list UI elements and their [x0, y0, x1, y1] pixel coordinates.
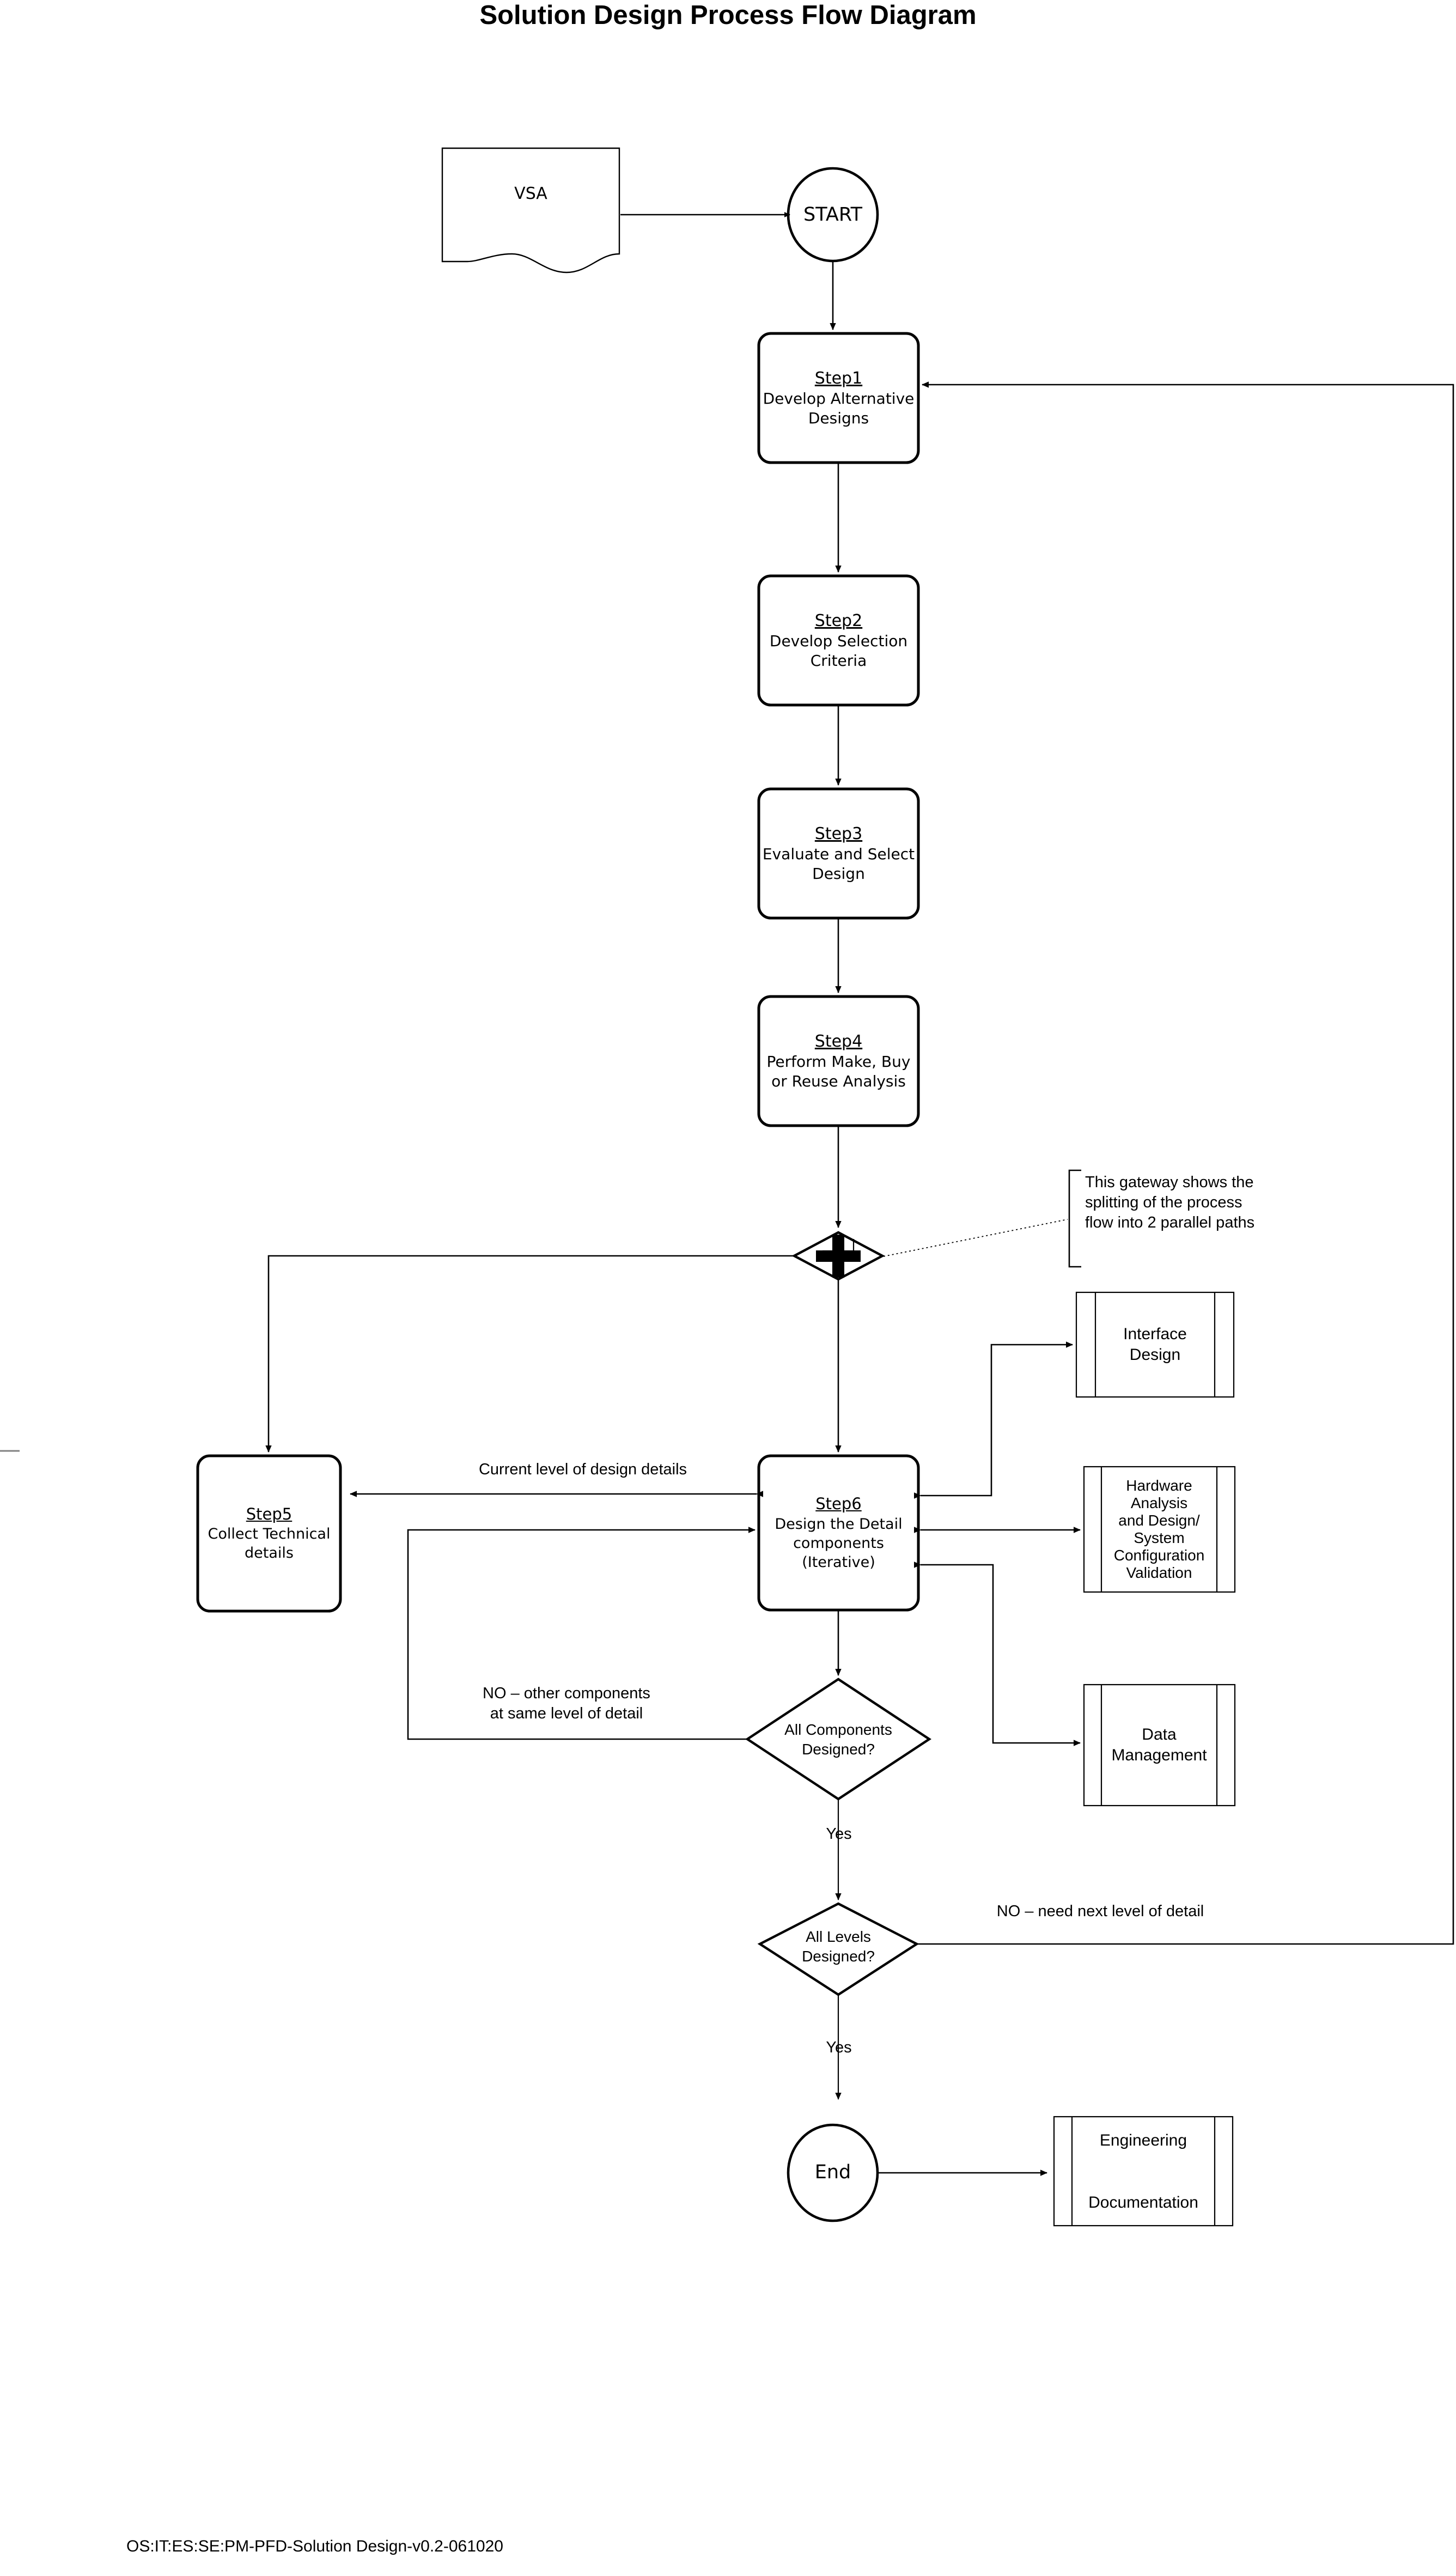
step4-node[interactable]: Step4 Perform Make, Buy or Reuse Analysi… [759, 997, 918, 1126]
end-label: End [814, 2161, 851, 2184]
hardware-analysis-label: Hardware Analysis and Design/ System Con… [1113, 1477, 1205, 1581]
edge-step6-datamgmt [914, 1562, 1081, 1746]
step2-title: Step2 [814, 611, 863, 630]
data-management-node[interactable]: Data Management [1101, 1685, 1217, 1806]
step3-title: Step3 [814, 824, 863, 843]
step6-body: Design the Detail components (Iterative) [775, 1515, 903, 1571]
interface-design-shape [1075, 1291, 1235, 1398]
step6-node[interactable]: Step6 Design the Detail components (Iter… [759, 1456, 918, 1610]
engineering-documentation-label: Engineering Documentation [1088, 2131, 1198, 2212]
step6-title: Step6 [815, 1494, 862, 1514]
step1-body: Develop Alternative Designs [763, 389, 915, 427]
gateway-annotation-bracket [1068, 1169, 1081, 1268]
edge-dec1-step6 [407, 1527, 756, 1740]
step1-node[interactable]: Step1 Develop Alternative Designs [759, 333, 918, 463]
edge-label-current-level: Current level of design details [478, 1461, 687, 1478]
document-footer: OS:IT:ES:SE:PM-PFD-Solution Design-v0.2-… [126, 2537, 503, 2555]
data-management-shape [1083, 1684, 1236, 1807]
edge-label-yes-2: Yes [826, 2039, 852, 2056]
edge-label-no-levels: NO – need next level of detail [996, 1903, 1204, 1920]
step2-body: Develop Selection Criteria [769, 631, 908, 670]
start-label: START [803, 204, 862, 226]
edge-label-no-components: NO – other components at same level of d… [483, 1685, 650, 1723]
dec1-label: All Components Designed? [784, 1721, 892, 1758]
edge-label-yes-1: Yes [826, 1825, 852, 1843]
gateway-annotation-leader [883, 1219, 1068, 1257]
step2-node[interactable]: Step2 Develop Selection Criteria [759, 576, 918, 705]
dec2-node[interactable]: All Levels Designed? [765, 1919, 911, 1974]
vsa-document-shape [441, 147, 620, 274]
step5-body: Collect Technical details [208, 1526, 331, 1562]
edge-step6-interface [914, 1341, 1073, 1499]
step3-body: Evaluate and Select Design [762, 845, 915, 883]
vsa-label: VSA [514, 184, 547, 203]
dec1-node[interactable]: All Components Designed? [763, 1711, 914, 1768]
engineering-documentation-shape [1053, 2116, 1234, 2227]
end-circle-shape [787, 2123, 879, 2222]
step5-node[interactable]: Step5 Collect Technical details [198, 1456, 340, 1611]
gateway-plus-icon [816, 1235, 861, 1278]
step5-title: Step5 [246, 1504, 293, 1523]
dec2-label: All Levels Designed? [802, 1928, 875, 1965]
interface-design-label: Interface Design [1123, 1325, 1187, 1364]
step5-shape [196, 1454, 342, 1613]
step1-title: Step1 [814, 368, 863, 388]
step3-node[interactable]: Step3 Evaluate and Select Design [759, 789, 918, 918]
gateway-annotation-text: This gateway shows the splitting of the … [1085, 1174, 1255, 1232]
interface-design-node[interactable]: Interface Design [1095, 1292, 1215, 1397]
hardware-analysis-node[interactable]: Hardware Analysis and Design/ System Con… [1101, 1467, 1217, 1592]
edge-gateway-step5 [265, 1255, 794, 1453]
hardware-analysis-shape [1083, 1466, 1236, 1593]
step4-body: Perform Make, Buy or Reuse Analysis [766, 1052, 911, 1090]
page-title: Solution Design Process Flow Diagram [479, 1, 977, 30]
step4-title: Step4 [814, 1031, 863, 1051]
data-management-label: Data Management [1111, 1725, 1207, 1764]
engineering-documentation-node[interactable]: Engineering Documentation [1072, 2117, 1215, 2226]
edge-dec2-step1 [917, 381, 1454, 1945]
